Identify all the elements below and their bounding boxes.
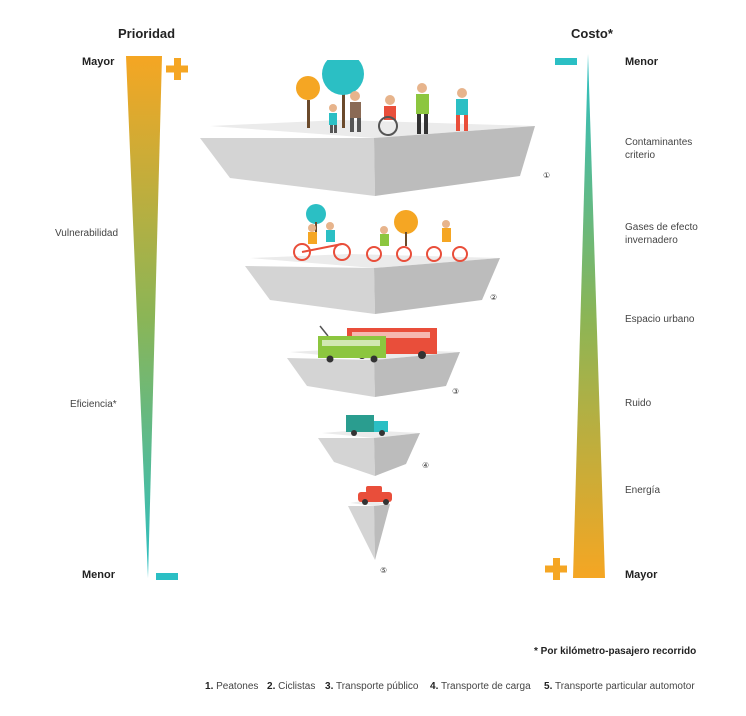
shelf-2 — [245, 254, 500, 314]
cargo-truck-illustration — [346, 415, 388, 436]
pedestrians-illustration — [296, 60, 468, 136]
criterion-eficiencia: Eficiencia* — [70, 399, 117, 410]
legend-item-4: 4. Transporte de carga — [430, 681, 531, 692]
private-car-illustration — [358, 486, 392, 505]
level-3-marker: ③ — [452, 387, 459, 396]
minus-icon — [156, 573, 178, 580]
footnote: * Por kilómetro-pasajero recorrido — [534, 646, 697, 657]
plus-icon — [545, 558, 567, 580]
cyclists-illustration — [293, 204, 468, 262]
level-1-marker: ① — [543, 171, 550, 180]
legend-item-2: 2. Ciclistas — [267, 681, 316, 692]
prioridad-top-label: Mayor — [82, 56, 115, 68]
level-4-marker: ④ — [422, 461, 429, 470]
legend-item-5: 5. Transporte particular automotor — [544, 681, 695, 692]
costo-bottom-label: Mayor — [625, 569, 658, 581]
level-5-marker: ⑤ — [380, 566, 387, 575]
criterion-espacio: Espacio urbano — [625, 314, 695, 325]
level-2-marker: ② — [490, 293, 497, 302]
prioridad-bottom-label: Menor — [82, 569, 115, 581]
criterion-ruido: Ruido — [625, 398, 652, 409]
criterion-energia: Energía — [625, 485, 661, 496]
criterion-contaminantes: Contaminantes criterio — [625, 137, 693, 161]
shelf-1 — [200, 120, 535, 196]
shelf-5 — [348, 501, 390, 560]
legend-item-1: 1. Peatones — [205, 681, 259, 692]
prioridad-gradient-bar — [126, 56, 162, 578]
plus-icon — [166, 58, 188, 80]
criterion-vulnerabilidad: Vulnerabilidad — [55, 228, 119, 239]
public-transport-illustration — [318, 325, 437, 363]
shelf-4 — [318, 430, 420, 476]
criterion-gases: Gases de efecto invernadero — [625, 222, 698, 246]
minus-icon — [555, 58, 577, 65]
inverted-pyramid: ① ② ③ — [200, 60, 550, 575]
legend-item-3: 3. Transporte público — [325, 681, 419, 692]
prioridad-header: Prioridad — [118, 26, 176, 41]
costo-gradient-bar — [573, 54, 605, 578]
costo-top-label: Menor — [625, 56, 658, 68]
costo-header: Costo* — [571, 26, 613, 41]
